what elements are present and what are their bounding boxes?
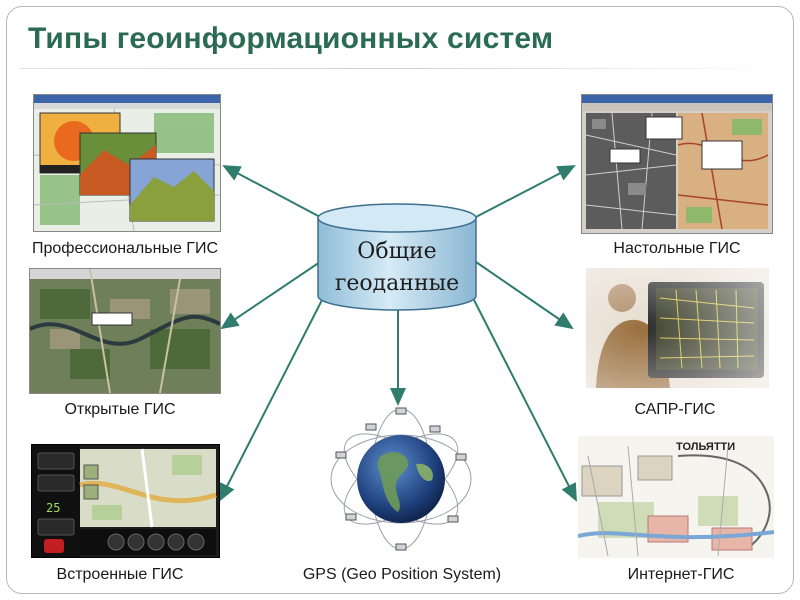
cylinder-shape (317, 203, 477, 311)
central-node-line1: Общие (357, 239, 437, 264)
slide-title: Типы геоинформационных систем (28, 22, 554, 55)
open-gis-image (29, 268, 221, 394)
cad-gis-label: САПР-ГИС (634, 401, 716, 418)
gps-globe-image (326, 404, 476, 554)
internet-gis-label: Интернет-ГИС (627, 566, 735, 583)
professional-gis-image (33, 94, 221, 232)
arrow-to-desktop (473, 165, 576, 219)
internet-gis-image: ТОЛЬЯТТИ (578, 436, 774, 558)
embedded-gis-image: 25 (31, 444, 220, 558)
arrow-to-cad (475, 261, 574, 330)
desktop-gis-image (581, 94, 773, 234)
gps-label: GPS (Geo Position System) (302, 566, 502, 583)
arrow-to-open (220, 261, 321, 330)
professional-gis-label: Профессиональные ГИС (32, 240, 218, 257)
arrow-to-professional (222, 165, 323, 219)
desktop-gis-label: Настольные ГИС (613, 240, 741, 257)
cad-gis-image (586, 268, 769, 388)
arrow-to-embedded (219, 299, 323, 502)
open-gis-label: Открытые ГИС (64, 401, 176, 418)
embedded-clock-text: 25 (46, 501, 60, 515)
arrow-to-internet (473, 299, 577, 502)
embedded-gis-label: Встроенные ГИС (56, 566, 184, 583)
internet-map-city-text: ТОЛЬЯТТИ (676, 441, 735, 453)
title-divider (20, 68, 780, 69)
central-node-line2: геоданные (334, 271, 460, 296)
central-node-label: Общие геоданные (318, 236, 476, 300)
